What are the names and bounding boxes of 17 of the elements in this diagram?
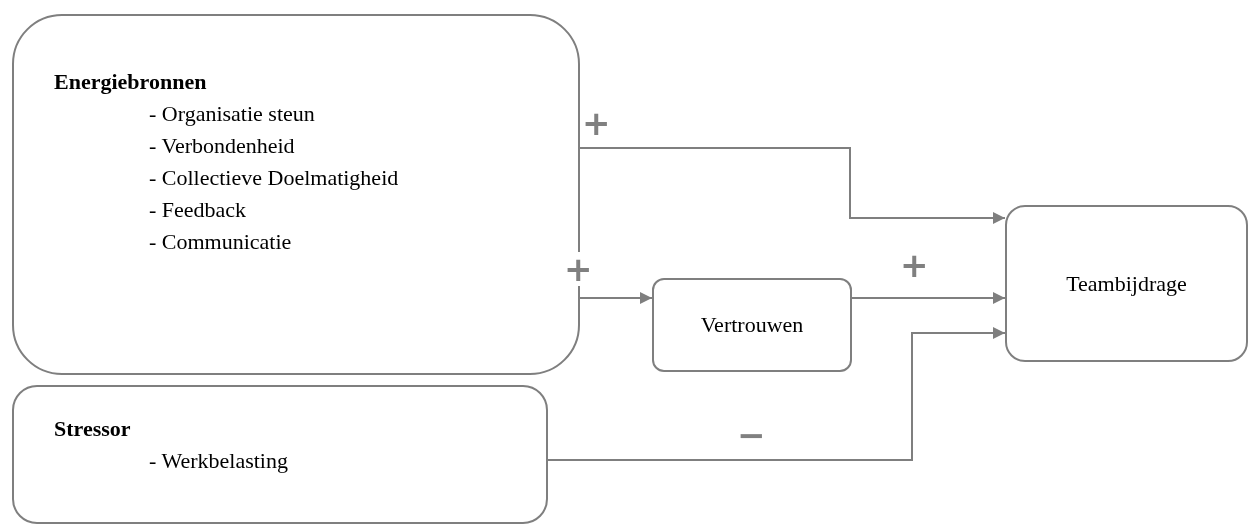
list-item: - Werkbelasting (148, 447, 289, 475)
rounded-box (12, 385, 548, 524)
node-label: Vertrouwen (700, 311, 804, 339)
list-item: - Collectieve Doelmatigheid (148, 164, 400, 192)
arrow (579, 292, 653, 304)
list-item: - Verbondenheid (148, 132, 296, 160)
list-item: - Communicatie (148, 228, 293, 256)
list-item: - Organisatie steun (148, 100, 316, 128)
rounded-box (652, 278, 852, 372)
list-item: - Feedback (148, 196, 248, 224)
heading: Energiebronnen (54, 68, 208, 96)
arrow (851, 292, 1006, 304)
rounded-box (1005, 205, 1248, 362)
arrow (579, 147, 1006, 224)
heading: Stressor (54, 415, 132, 443)
arrow (547, 327, 1006, 461)
node-label: Teambijdrage (1066, 269, 1187, 298)
